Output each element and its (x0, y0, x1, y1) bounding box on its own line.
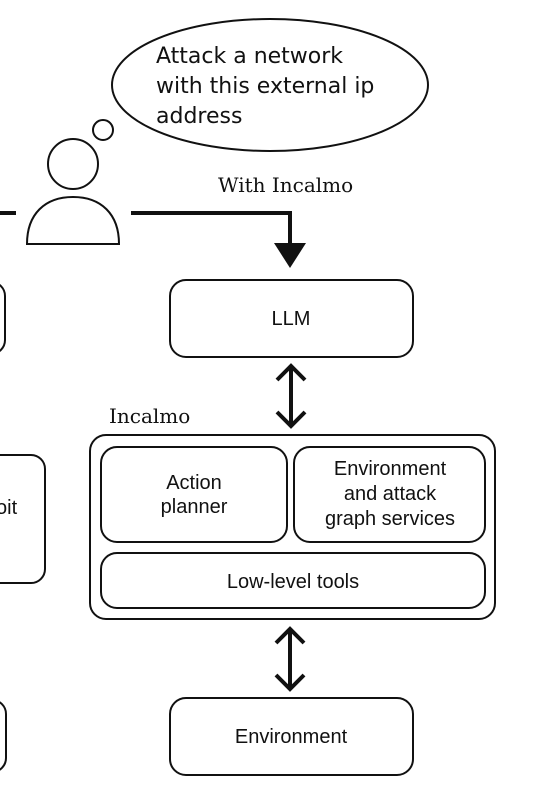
llm-box: LLM (169, 279, 414, 358)
left-partial-text: oit (0, 497, 18, 519)
incalmo-title: Incalmo (109, 404, 190, 428)
action-planner-line-2: planner (161, 496, 228, 518)
thought-bubble-ellipse (111, 18, 429, 152)
with-incalmo-label: With Incalmo (218, 173, 353, 197)
environment-box: Environment (169, 697, 414, 776)
bubble-line-1: Attack a network (156, 44, 343, 69)
action-planner-line-1: Action (166, 472, 222, 494)
left-partial-box-top (0, 284, 6, 352)
thought-bubble: Attack a network with this external ip a… (92, 18, 429, 152)
llm-label: LLM (272, 308, 311, 330)
bubble-line-3: address (156, 104, 242, 129)
low-level-tools-label: Low-level tools (227, 571, 359, 593)
left-partial-box-bottom (0, 701, 7, 771)
person-icon (25, 138, 121, 245)
env-services-line-3: graph services (325, 508, 455, 530)
environment-label: Environment (235, 726, 348, 748)
arrow-down-icon (131, 211, 306, 268)
env-services-box: Environment and attack graph services (293, 446, 486, 543)
double-arrow-icon (274, 626, 306, 692)
bubble-line-2: with this external ip (156, 74, 374, 99)
env-services-line-2: and attack (344, 483, 437, 505)
double-arrow-icon (275, 363, 307, 429)
action-planner-box: Action planner (100, 446, 288, 543)
left-partial-box-middle: oit (0, 454, 46, 584)
env-services-line-1: Environment (334, 458, 447, 480)
low-level-tools-box: Low-level tools (100, 552, 486, 609)
thought-bubble-dot (92, 119, 114, 141)
